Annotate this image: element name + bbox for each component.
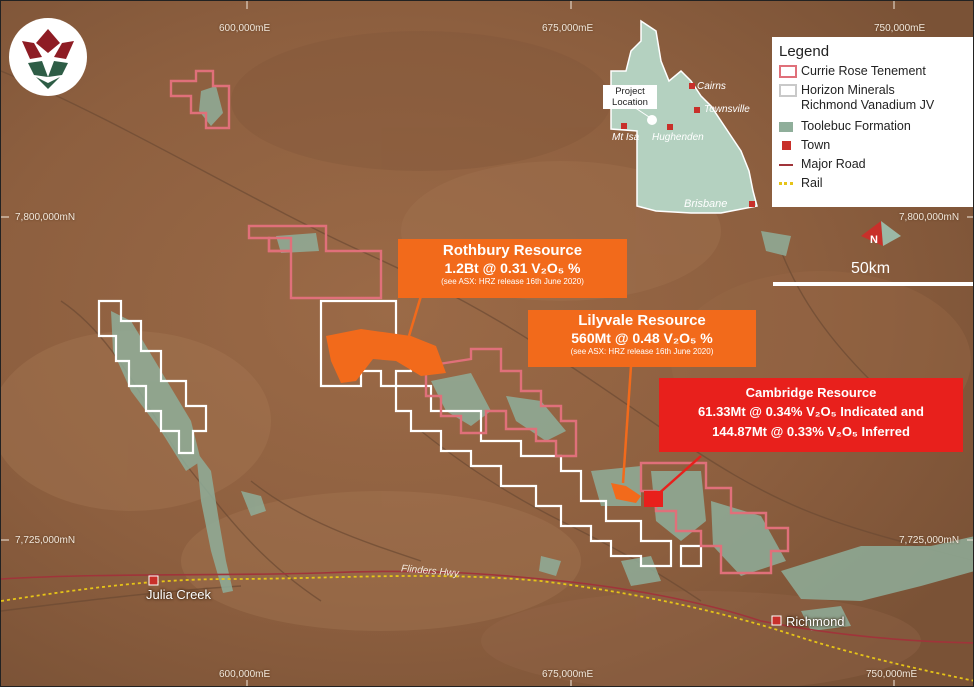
grid-label-top-1: 600,000mE [219,23,271,34]
grid-label-bottom-2: 675,000mE [542,669,594,680]
legend-label-jv-line1: Horizon Minerals [801,83,895,97]
legend-item-toolebuc: Toolebuc Formation [779,119,973,138]
rothbury-source: (see ASX: HRZ release 16th June 2020) [441,277,584,286]
inset-town-brisbane: Brisbane [684,198,728,210]
legend-item-road: Major Road [779,157,973,176]
lilyvale-resource-area [611,483,641,503]
legend-label-town: Town [801,138,831,152]
legend-item-tenement: Currie Rose Tenement [779,64,973,83]
grid-label-left-1: 7,800,000mN [15,212,76,223]
scale-bar-label: 50km [851,260,891,277]
town-marker-richmond [771,615,782,626]
lilyvale-title: Lilyvale Resource [578,312,706,329]
north-label: N [870,234,878,246]
red-line-swatch [779,157,801,172]
legend-label-road: Major Road [801,157,866,171]
grid-label-right-1: 7,800,000mN [899,212,960,223]
grid-label-top-2: 675,000mE [542,23,594,34]
white-outline-swatch [779,83,801,98]
legend-label-rail: Rail [801,176,823,190]
yellow-dash-swatch [779,176,801,191]
red-outline-swatch [779,64,801,79]
legend-label-tenement: Currie Rose Tenement [801,64,926,78]
green-fill-swatch [779,119,801,134]
grid-label-top-3: 750,000mE [874,23,926,34]
lilyvale-callout: Lilyvale Resource 560Mt @ 0.48 V₂O₅ % (s… [528,310,756,367]
red-square-swatch [779,138,801,153]
project-location-label: Project Location [603,85,657,109]
grid-label-left-2: 7,725,000mN [15,535,76,546]
inset-town-townsville: Townsville [704,104,750,115]
cambridge-leader [655,455,702,497]
rothbury-title: Rothbury Resource [442,242,583,259]
legend-title: Legend [779,43,830,60]
legend-item-jv: Horizon Minerals Richmond Vanadium JV [779,83,973,119]
railway [1,575,973,682]
lilyvale-leader [621,365,633,484]
inset-town-hughenden: Hughenden [652,132,704,143]
rothbury-grade: 1.2Bt @ 0.31 V₂O₅ % [444,260,581,276]
inset-town-mt-isa: Mt Isa [612,132,640,143]
grid-label-right-2: 7,725,000mN [899,535,960,546]
queensland-inset [610,19,758,214]
rothbury-resource-area [326,329,446,383]
legend-label-jv-line2: Richmond Vanadium JV [801,98,935,112]
cambridge-title: Cambridge Resource [745,385,877,400]
lilyvale-source: (see ASX: HRZ release 16th June 2020) [570,347,714,356]
company-logo [9,18,87,96]
legend-item-rail: Rail [779,176,973,195]
legend-item-town: Town [779,138,973,157]
town-label-julia-creek: Julia Creek [146,587,212,602]
grid-label-bottom-3: 750,000mE [866,669,918,680]
town-marker-julia-creek [148,575,159,586]
inset-town-cairns: Cairns [697,81,726,92]
legend-label-toolebuc: Toolebuc Formation [801,119,911,133]
rothbury-callout: Rothbury Resource 1.2Bt @ 0.31 V₂O₅ % (s… [398,239,627,298]
north-arrow [861,221,901,246]
town-label-richmond: Richmond [786,614,845,629]
major-road [1,570,973,644]
rothbury-leader [407,295,423,337]
map-legend: Legend Currie Rose Tenement Horizon Mine… [772,37,973,207]
cambridge-callout: Cambridge Resource 61.33Mt @ 0.34% V₂O₅ … [659,378,963,452]
lilyvale-grade: 560Mt @ 0.48 V₂O₅ % [571,330,713,346]
cambridge-line2: 144.87Mt @ 0.33% V₂O₅ Inferred [712,424,910,439]
cambridge-line1: 61.33Mt @ 0.34% V₂O₅ Indicated and [698,404,924,419]
currie-rose-tenements [169,69,790,575]
grid-label-bottom-1: 600,000mE [219,669,271,680]
